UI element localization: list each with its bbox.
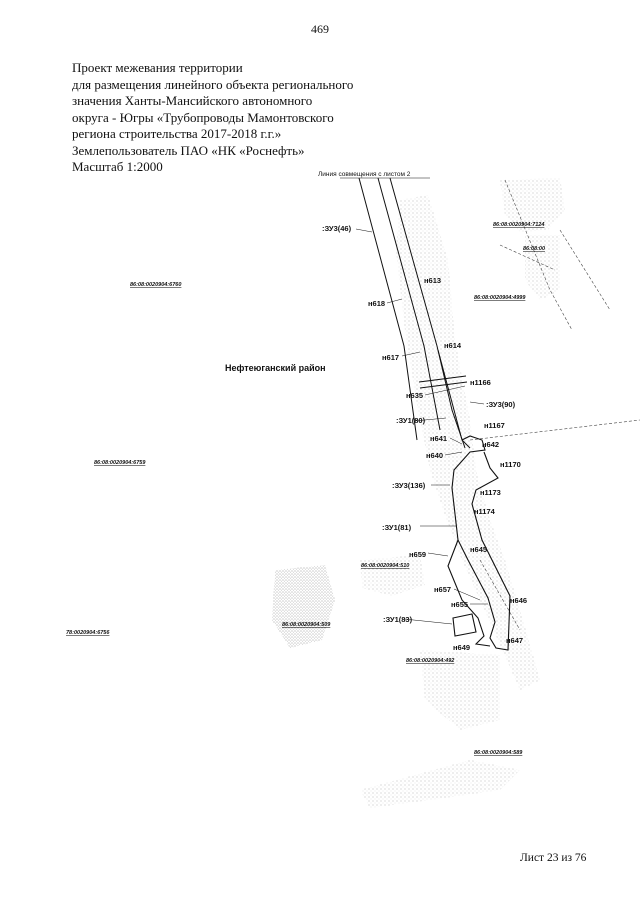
parcel-label: :ЗУ3(46)	[322, 224, 352, 233]
point-label: н1174	[474, 507, 496, 516]
title-line: округа - Югры «Трубопроводы Мамонтовског…	[72, 109, 334, 125]
point-label: н635	[406, 391, 423, 400]
parcel-boundary	[418, 375, 511, 651]
cadastral-label: 86:08:0020904:4999	[474, 295, 526, 301]
point-label: н641	[430, 434, 447, 443]
point-label: н642	[482, 440, 499, 449]
title-line: Землепользователь ПАО «НК «Роснефть»	[72, 142, 305, 158]
cadastral-label: 86:08:0020904:6759	[94, 460, 146, 466]
match-line-label: Линия совмещения с листом 2	[318, 171, 411, 178]
point-label: н614	[444, 341, 462, 350]
point-label: н1173	[480, 488, 501, 497]
cadastral-label: 86:08:00	[523, 246, 545, 252]
point-label: н618	[368, 299, 385, 308]
point-label: н655	[451, 600, 468, 609]
cadastral-label: 86:08:0020904:510	[361, 563, 409, 569]
point-label: н1167	[484, 421, 505, 430]
page-number: 469	[311, 22, 329, 36]
cadastral-label: 86:08:0020904:492	[406, 658, 454, 664]
cadastral-label: 86:08:0020904:7124	[493, 222, 544, 228]
parcel-label: :ЗУ1(81)	[382, 523, 412, 532]
point-label: н640	[426, 451, 443, 460]
parcel-label: :ЗУ1(83)	[383, 615, 413, 624]
cadastral-label: 86:08:0020904:589	[474, 750, 523, 756]
point-label: н657	[434, 585, 451, 594]
terrain-stipple	[272, 178, 565, 808]
district-label: Нефтеюганский район	[225, 363, 326, 373]
title-line: Проект межевания территории	[72, 60, 243, 75]
point-label: н646	[510, 596, 527, 605]
sheet-counter: Лист 23 из 76	[520, 852, 587, 864]
point-label: н613	[424, 276, 441, 285]
title-line: значения Ханты-Мансийского автономного	[72, 93, 313, 108]
title-block: Проект межевания территории для размещен…	[72, 60, 372, 176]
label-leaders	[355, 228, 488, 625]
point-label: н659	[409, 550, 426, 559]
cadastral-label: 86:08:0020904:6760	[130, 282, 181, 288]
parcel-label: :ЗУ3(136)	[392, 481, 426, 490]
title-line: для размещения линейного объекта региона…	[72, 76, 354, 92]
cadastral-label: 78:0020904:6756	[66, 630, 110, 636]
point-label: н647	[506, 636, 523, 645]
point-label: н617	[382, 353, 399, 362]
cadastral-label: 86:08:0020904:509	[282, 622, 331, 628]
parcel-label: :ЗУ3(90)	[486, 400, 516, 409]
parcel-label: :ЗУ1(80)	[396, 416, 426, 425]
cadastral-boundaries	[469, 179, 640, 631]
point-label: н649	[453, 643, 470, 652]
point-label: н1170	[500, 460, 521, 469]
point-label: н1166	[470, 378, 491, 387]
point-label: н645	[470, 545, 487, 554]
scale-line: Масштаб 1:2000	[72, 159, 163, 174]
title-line: региона строительства 2017-2018 г.г.»	[72, 126, 282, 141]
